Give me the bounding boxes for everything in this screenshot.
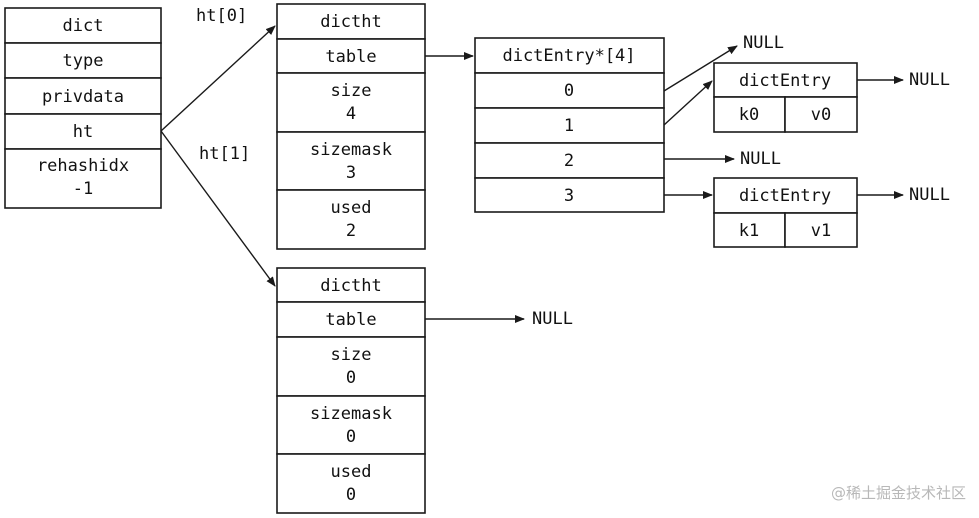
ht0-sizemask-label: sizemask bbox=[310, 140, 392, 160]
ht1-pointer-label: ht[1] bbox=[199, 144, 250, 164]
entry0-title: dictEntry bbox=[739, 71, 831, 91]
ht1-size-value: 0 bbox=[346, 368, 356, 388]
dict-title-cell bbox=[4, 7, 162, 44]
ht0-pointer-label: ht[0] bbox=[196, 6, 247, 26]
ht1-size-label: size bbox=[331, 345, 372, 365]
ht0-size-cell bbox=[276, 72, 426, 133]
dict-rehashidx-cell bbox=[4, 148, 162, 209]
entry0-value-cell bbox=[784, 96, 858, 133]
ht1-title: dictht bbox=[320, 276, 381, 296]
ht1-sizemask-value: 0 bbox=[346, 427, 356, 447]
ht1-sizemask-label: sizemask bbox=[310, 404, 392, 424]
ht0-size-value: 4 bbox=[346, 104, 356, 124]
ht0-used-value: 2 bbox=[346, 221, 356, 241]
ht1-table-cell bbox=[276, 301, 426, 338]
entry1-key: k1 bbox=[739, 221, 759, 241]
entry0-key: k0 bbox=[739, 105, 759, 125]
slot1-arrow bbox=[663, 80, 713, 126]
entry0-value: v0 bbox=[811, 105, 831, 125]
entry1-value: v1 bbox=[811, 221, 831, 241]
entry0-next-null: NULL bbox=[909, 70, 950, 90]
ht0-size-label: size bbox=[331, 81, 372, 101]
dict-entry-1: dictEntry k1 v1 bbox=[713, 177, 858, 248]
ht0-table-label: table bbox=[325, 47, 376, 67]
slot0-null: NULL bbox=[743, 33, 784, 53]
table-slot-3-cell bbox=[474, 177, 665, 213]
dict-type-cell bbox=[4, 42, 162, 79]
dict-rehashidx-label: rehashidx bbox=[37, 156, 129, 176]
table-array: dictEntry*[4] 0 1 2 3 bbox=[474, 37, 665, 213]
dict-ht-label: ht bbox=[73, 122, 93, 142]
table-slot-2-cell bbox=[474, 142, 665, 179]
ht0-sizemask-cell bbox=[276, 131, 426, 191]
ht1-used-cell bbox=[276, 453, 426, 514]
slot0-arrow bbox=[663, 45, 738, 92]
ht0-title-cell bbox=[276, 3, 426, 40]
dict-type-label: type bbox=[63, 51, 104, 71]
entry0-title-cell bbox=[713, 62, 858, 98]
entry1-title: dictEntry bbox=[739, 186, 831, 206]
ht0-arrow bbox=[160, 25, 276, 132]
table-slot-2: 2 bbox=[564, 151, 574, 171]
table-array-title: dictEntry*[4] bbox=[502, 46, 635, 66]
table-array-title-cell bbox=[474, 37, 665, 74]
table-slot-0: 0 bbox=[564, 81, 574, 101]
ht1-dictht: dictht table size 0 sizemask 0 used 0 bbox=[276, 267, 426, 514]
entry1-next-null: NULL bbox=[909, 185, 950, 205]
entry1-value-cell bbox=[784, 212, 858, 248]
table-slot-3: 3 bbox=[564, 186, 574, 206]
watermark: @稀土掘金技术社区 bbox=[831, 484, 966, 502]
dict-struct: dict type privdata ht rehashidx -1 bbox=[4, 7, 162, 209]
ht0-sizemask-value: 3 bbox=[346, 163, 356, 183]
dict-rehashidx-value: -1 bbox=[73, 179, 93, 199]
ht0-used-label: used bbox=[331, 198, 372, 218]
dict-title: dict bbox=[63, 16, 104, 36]
ht1-used-label: used bbox=[331, 462, 372, 482]
ht1-table-label: table bbox=[325, 310, 376, 330]
ht0-used-cell bbox=[276, 189, 426, 250]
dict-privdata-label: privdata bbox=[42, 87, 124, 107]
ht1-table-null: NULL bbox=[532, 309, 573, 329]
table-slot-1-cell bbox=[474, 107, 665, 144]
table-slot-0-cell bbox=[474, 72, 665, 109]
ht1-arrow bbox=[160, 130, 276, 287]
slot2-null: NULL bbox=[740, 149, 781, 169]
dict-entry-0: dictEntry k0 v0 bbox=[713, 62, 858, 133]
ht0-title: dictht bbox=[320, 12, 381, 32]
ht1-used-value: 0 bbox=[346, 485, 356, 505]
ht0-dictht: dictht table size 4 sizemask 3 used 2 bbox=[276, 3, 426, 250]
table-slot-1: 1 bbox=[564, 116, 574, 136]
